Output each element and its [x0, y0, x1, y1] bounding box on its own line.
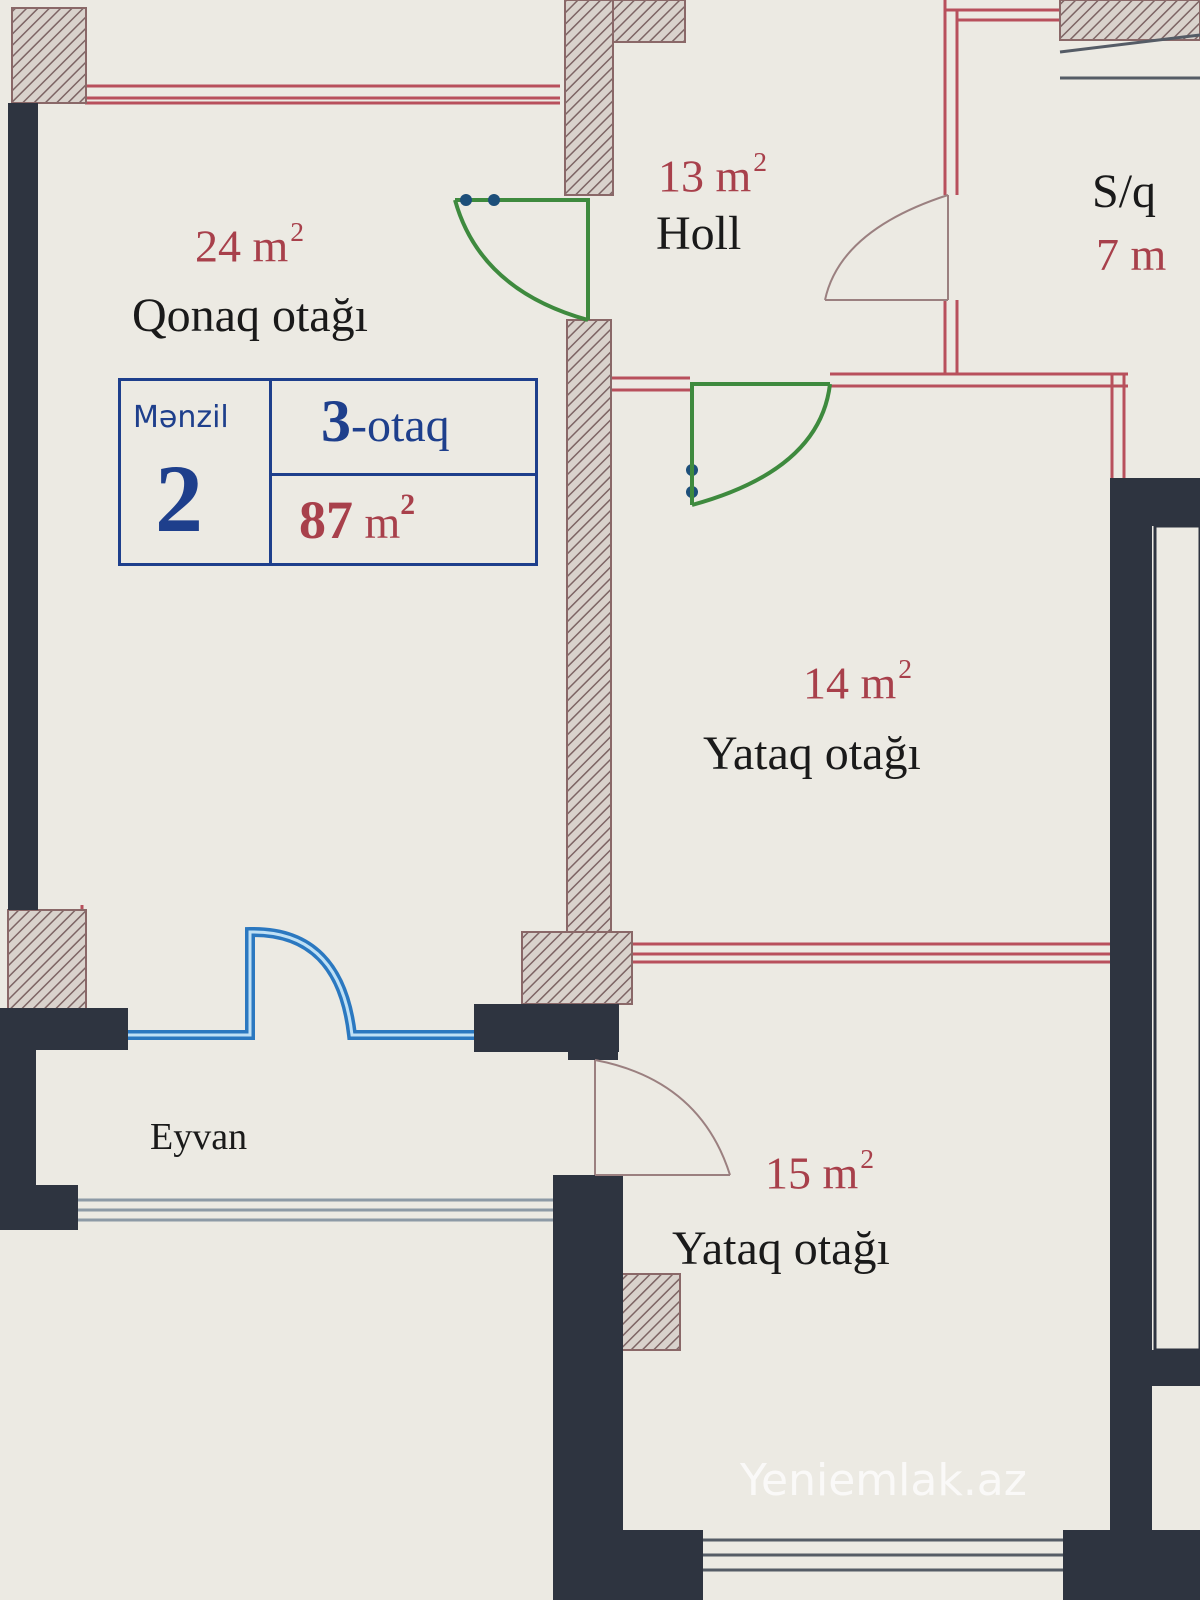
- apartment-info-box: Mənzil 2 3-otaq 87 m2: [118, 378, 538, 566]
- room-count-number: 3: [321, 388, 351, 454]
- bedroom1-area: 14 m2: [803, 655, 912, 707]
- bedroom-window: [703, 1538, 1063, 1572]
- living-room-name: Qonaq otağı: [132, 289, 368, 342]
- bedroom2-area-value: 15 m: [765, 1147, 859, 1199]
- living-room-area-value: 24 m: [195, 220, 289, 272]
- bathroom-name: S/q: [1092, 165, 1157, 218]
- hall-area-value: 13 m: [658, 150, 752, 202]
- info-box-divider-vertical: [269, 381, 272, 563]
- info-box-divider-horizontal: [269, 473, 535, 476]
- room-count: 3-otaq: [321, 391, 450, 451]
- apartment-label: Mənzil: [133, 400, 229, 435]
- total-area-unit: m: [353, 496, 401, 548]
- watermark: Yeniemlak.az: [740, 1455, 1027, 1506]
- hatched-columns: [7, 0, 1200, 1351]
- bathroom-door: [824, 194, 949, 301]
- hall-name: Holl: [656, 207, 742, 260]
- hall-area-exp: 2: [753, 146, 768, 177]
- right-edge-strip: [1153, 524, 1200, 1352]
- bedroom1-name: Yataq otağı: [703, 727, 921, 780]
- bedroom2-door: [594, 1059, 731, 1176]
- bedroom-door: [690, 382, 832, 507]
- total-area: 87 m2: [299, 489, 416, 550]
- door-hinge-dots: [460, 194, 698, 498]
- total-area-exp: 2: [400, 489, 416, 521]
- living-room-area: 24 m2: [195, 218, 304, 270]
- apartment-number: 2: [155, 445, 203, 552]
- living-room-area-exp: 2: [290, 216, 305, 247]
- bathroom-area: 7 m: [1096, 229, 1167, 280]
- total-area-value: 87: [299, 489, 353, 550]
- solid-walls: [0, 103, 1200, 1600]
- top-right-window: [1059, 33, 1200, 80]
- bedroom2-name: Yataq otağı: [672, 1222, 890, 1275]
- bedroom2-area: 15 m2: [765, 1145, 874, 1197]
- balcony-window: [78, 1198, 553, 1222]
- hall-area: 13 m2: [658, 148, 767, 200]
- bedroom1-area-exp: 2: [898, 653, 913, 684]
- bedroom2-area-exp: 2: [860, 1143, 875, 1174]
- bedroom1-area-value: 14 m: [803, 657, 897, 709]
- partition-walls: [80, 0, 1128, 1010]
- room-count-suffix: -otaq: [351, 399, 450, 452]
- balcony-name: Eyvan: [150, 1116, 248, 1158]
